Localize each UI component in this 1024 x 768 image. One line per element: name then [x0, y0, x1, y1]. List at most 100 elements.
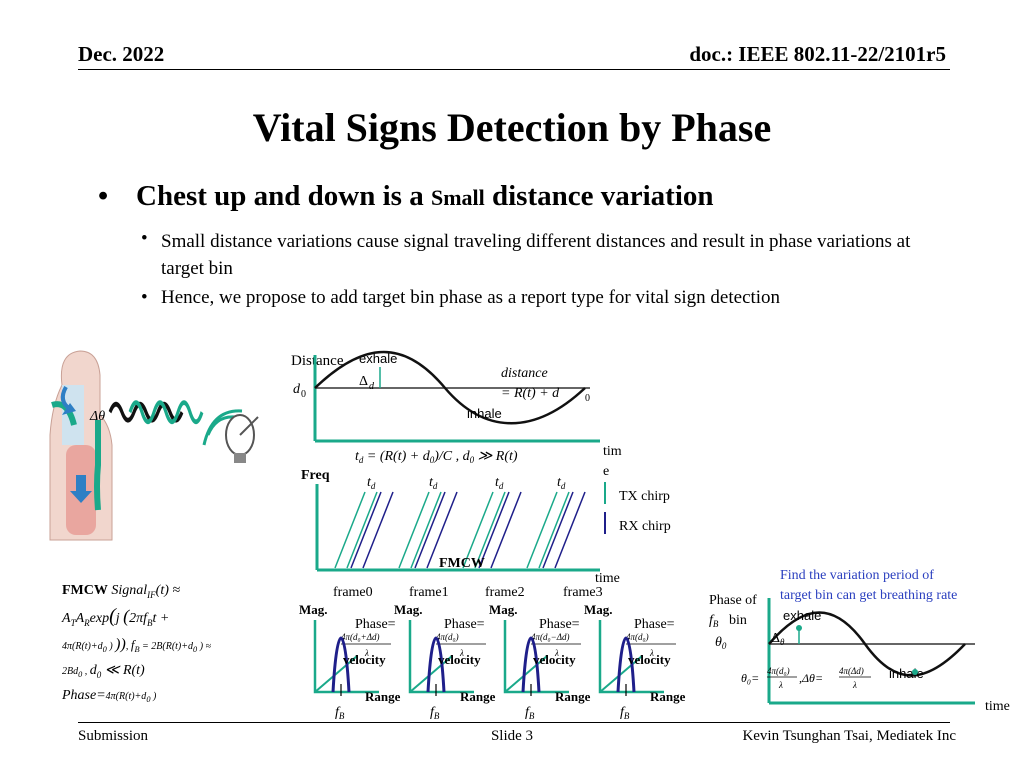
delta-d-sub: d: [369, 381, 375, 392]
distance-time-diagram: Distance exhale d 0 Δ d inhale distance …: [291, 350, 622, 479]
footer-author: Kevin Tsunghan Tsai, Mediatek Inc: [742, 728, 956, 744]
rx-chirp: [350, 491, 382, 569]
signal-formula-block: FMCW SignalIF(t) ≈ ATARexp(j (2πfBt + 4π…: [62, 580, 287, 710]
theta0-den: λ: [778, 680, 783, 690]
rx-chirp: [426, 491, 458, 569]
frame-label-2: frame2: [485, 585, 525, 600]
td-label-2: td: [429, 475, 438, 491]
phase-fraction: 4π(d₀+Δd): [341, 632, 380, 642]
phase-label: Phase=: [634, 617, 675, 632]
target-peak: [521, 636, 541, 693]
phase-fraction: 4π(d₀): [436, 632, 459, 642]
range-label: Range: [650, 689, 686, 704]
velocity-label: velocity: [438, 652, 481, 667]
velocity-axis: [314, 655, 358, 693]
tx-chirp: [526, 491, 558, 569]
rx-chirp: [542, 491, 574, 569]
mag-label: Mag.: [489, 602, 518, 617]
note-line-1: Find the variation period of: [780, 568, 934, 583]
fmcw-chirp-diagram: Freq td td td td TX chirp RX chirp FMCW …: [301, 468, 671, 600]
time-label-2: e: [603, 464, 609, 479]
tx-chirp: [398, 491, 430, 569]
sub-bullet-dot: •: [141, 287, 148, 308]
frame-label-1: frame1: [409, 585, 449, 600]
freq-axis-label: Freq: [301, 468, 330, 483]
rx-chirp: [554, 491, 586, 569]
airflow-arrow-down: [76, 475, 86, 491]
mag-label: Mag.: [299, 602, 328, 617]
velocity-label: velocity: [533, 652, 576, 667]
breathing-rate-note: Find the variation period of target bin …: [780, 566, 957, 606]
velocity-axis: [599, 655, 643, 693]
fb-label: fB: [709, 613, 719, 629]
phase-fraction: 4π(d₀−Δd): [531, 632, 570, 642]
fb-label: fB: [620, 705, 630, 721]
formula-line-1: FMCW SignalIF(t) ≈: [62, 583, 181, 600]
formula-line-2: ATARexp(j (2πfBt +: [62, 604, 170, 628]
phase-denominator: λ: [554, 648, 559, 658]
dtheta-den: λ: [852, 680, 857, 690]
arrow-head-icon: [62, 403, 76, 415]
sub-bullet-dot: •: [141, 228, 148, 249]
fb-label: fB: [525, 705, 535, 721]
fb-label: fB: [335, 705, 345, 721]
td-label-1: td: [367, 475, 376, 491]
phase-denominator: λ: [649, 648, 654, 658]
footer-slide-number: Slide 3: [490, 728, 534, 744]
phase-denominator: λ: [364, 648, 369, 658]
dtheta-formula: ,Δθ=: [799, 671, 823, 685]
distance-eq-line1: distance: [501, 366, 548, 381]
breathing-curve: [314, 350, 586, 425]
magnitude-plots: Mag.Phase=4π(d₀+Δd)λvelocityRangefBMag.P…: [299, 602, 686, 721]
inhale-label: inhale: [467, 406, 502, 421]
tx-chirp: [346, 491, 378, 569]
black-waveform: [108, 401, 184, 423]
footer-submission: Submission: [78, 728, 149, 744]
vital-sign-illustration: Δθ: [49, 350, 259, 541]
arrow-head-icon: [70, 491, 92, 503]
mag-plot-group: Mag.Phase=4π(d₀+Δd)λvelocityRangefBMag.P…: [299, 602, 686, 721]
velocity-label: velocity: [628, 652, 671, 667]
slide-title: Vital Signs Detection by Phase: [252, 105, 772, 150]
note-line-2: target bin can get breathing rate: [780, 588, 958, 603]
teal-waveform: [128, 400, 204, 425]
header-date: Dec. 2022: [78, 42, 165, 66]
d0-label: d: [293, 382, 301, 397]
delta-d-label: Δ: [359, 374, 368, 389]
td-label-3: td: [495, 475, 504, 491]
rx-chirp: [362, 491, 394, 569]
radar-dish-icon: [202, 409, 259, 463]
formula-line-4: 2Bd0 , d0 ≪ R(t): [62, 662, 145, 680]
td-formula: td = (R(t) + d0)/C , d0 ≫ R(t): [355, 449, 518, 465]
tx-chirp: [462, 491, 494, 569]
header-doc-id: doc.: IEEE 802.11-22/2101r5: [689, 42, 946, 66]
distance-eq-line2: = R(t) + d: [501, 386, 560, 401]
phase-of-label: Phase of: [709, 593, 757, 608]
chest-front-line: [94, 420, 101, 511]
d0-sub: 0: [301, 389, 306, 400]
dtheta-frac: 4π(Δd): [839, 666, 864, 676]
delta-theta-label: Δθ: [89, 409, 105, 424]
sub-bullet-2-text: Hence, we propose to add target bin phas…: [161, 287, 781, 308]
mag-label: Mag.: [584, 602, 613, 617]
fb-label: fB: [430, 705, 440, 721]
target-peak: [616, 636, 636, 693]
range-label: Range: [555, 689, 591, 704]
tx-chirp: [474, 491, 506, 569]
phase-exhale-label: exhale: [783, 608, 821, 623]
formula-line-5: Phase=4π(R(t)+d0 ): [62, 688, 157, 705]
velocity-label: velocity: [343, 652, 386, 667]
chirp-group: [334, 491, 586, 569]
tx-chirp: [334, 491, 366, 569]
distance-eq-sub: 0: [585, 393, 590, 404]
rx-chirp: [414, 491, 446, 569]
rx-chirp: [490, 491, 522, 569]
td-label-4: td: [557, 475, 566, 491]
sub-bullet-1-text: Small distance variations cause signal t…: [161, 231, 911, 279]
phase-time-diagram: Phase of fB bin θ0 exhale Δθ inhale θ₀= …: [709, 593, 1010, 714]
person-silhouette: [49, 350, 113, 541]
phase-label: Phase=: [444, 617, 485, 632]
tx-chirp: [538, 491, 570, 569]
